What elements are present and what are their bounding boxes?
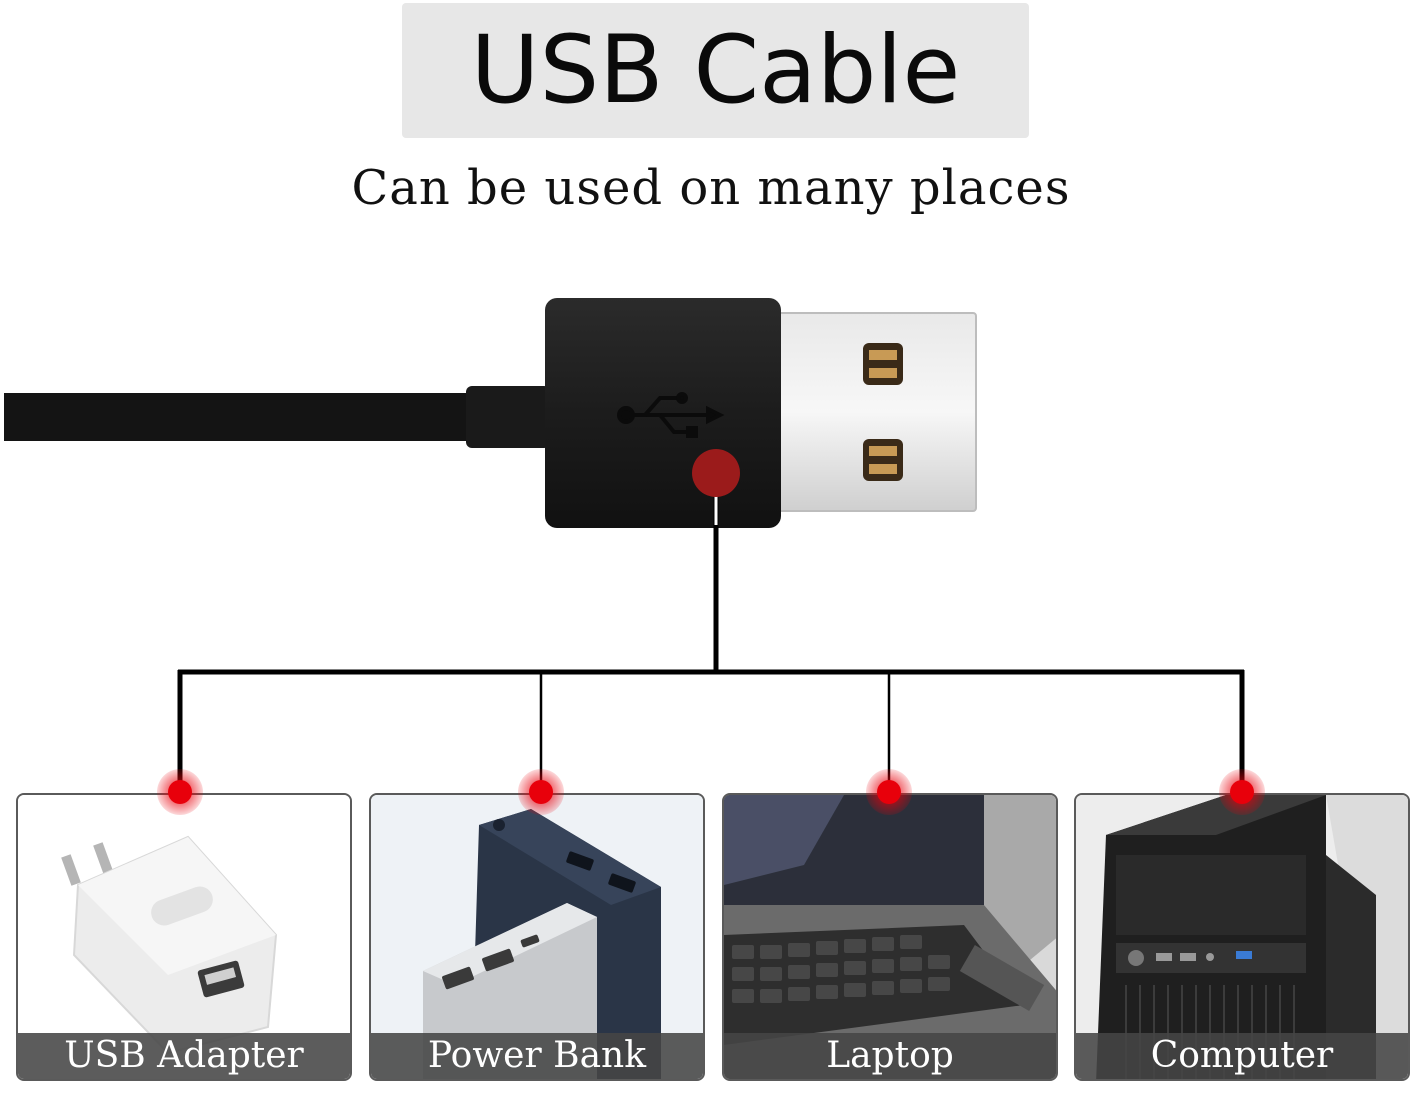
usb-contact-top (863, 343, 903, 385)
page-title: USB Cable (470, 15, 961, 125)
usb-contact-bottom (863, 439, 903, 481)
cable-strain-relief (466, 386, 550, 448)
cable (4, 393, 474, 441)
device-card-laptop[interactable]: Laptop (722, 793, 1058, 1081)
power-bank-image (371, 795, 703, 1079)
device-label: USB Adapter (18, 1033, 350, 1079)
usb-metal-shell (769, 312, 977, 512)
title-box: USB Cable (402, 3, 1029, 138)
device-label: Power Bank (371, 1033, 703, 1079)
connector-lines (177, 496, 1245, 792)
device-card-usb-adapter[interactable]: USB Adapter (16, 793, 352, 1081)
device-label: Laptop (724, 1033, 1056, 1079)
page-subtitle: Can be used on many places (351, 160, 1071, 216)
computer-tower-image (1076, 795, 1408, 1079)
usb-logo-icon (617, 392, 725, 438)
usb-adapter-image (18, 795, 350, 1079)
device-card-computer[interactable]: Computer (1074, 793, 1410, 1081)
device-label: Computer (1076, 1033, 1408, 1079)
source-marker (692, 449, 740, 497)
device-card-power-bank[interactable]: Power Bank (369, 793, 705, 1081)
